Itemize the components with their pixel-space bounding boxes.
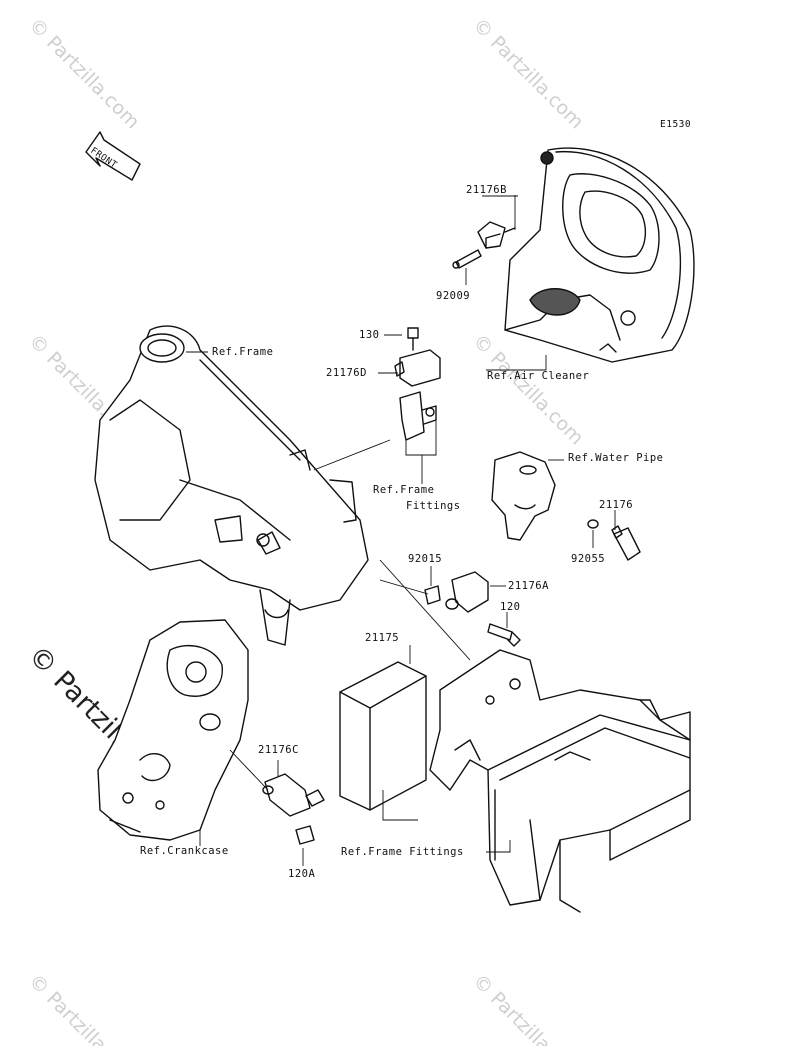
part-label-21176d: 21176D: [326, 367, 367, 379]
ref-frame-fittings-label-1: Ref.Frame: [373, 484, 435, 496]
part-label-120a: 120A: [288, 868, 316, 880]
crankcase: [97, 619, 249, 841]
battery-tray: [429, 649, 691, 913]
bolt-120: [487, 623, 521, 647]
sensor-21176b: [477, 221, 516, 249]
ref-crankcase-label: Ref.Crankcase: [140, 845, 229, 857]
ref-frame-fittings-label-2: Fittings: [406, 500, 461, 512]
ref-frame-fittings-bottom-label: Ref.Frame Fittings: [341, 846, 464, 858]
frame: [94, 325, 369, 646]
bolt-130: [407, 327, 419, 351]
part-label-92015: 92015: [408, 553, 443, 565]
part-label-92009: 92009: [436, 290, 471, 302]
part-label-21175: 21175: [365, 632, 400, 644]
leader-lines: [186, 195, 616, 866]
water-pipe: [491, 451, 556, 541]
bracket-frame-fittings: [399, 391, 437, 441]
sensor-21176c: [262, 773, 325, 817]
bolt-92009: [452, 249, 482, 269]
ecu-21175: [339, 661, 427, 811]
part-label-92055: 92055: [571, 553, 606, 565]
ref-air-cleaner-label: Ref.Air Cleaner: [487, 370, 590, 382]
part-label-21176b: 21176B: [466, 184, 507, 196]
sensor-21176a: [445, 571, 489, 613]
oring-92055: [587, 519, 599, 529]
sensor-21176: [611, 525, 641, 561]
ref-frame-label: Ref.Frame: [212, 346, 274, 358]
part-label-130: 130: [359, 329, 380, 341]
part-label-21176: 21176: [599, 499, 634, 511]
part-label-21176c: 21176C: [258, 744, 299, 756]
front-arrow-icon: [85, 131, 141, 181]
sensor-21176d: [394, 349, 441, 387]
collar-92015: [424, 585, 441, 605]
bolt-120a: [295, 825, 315, 845]
part-label-120: 120: [500, 601, 521, 613]
air-cleaner-housing: [504, 147, 695, 363]
ref-water-pipe-label: Ref.Water Pipe: [568, 452, 664, 464]
diagram-code: E1530: [660, 119, 692, 130]
part-label-21176a: 21176A: [508, 580, 549, 592]
